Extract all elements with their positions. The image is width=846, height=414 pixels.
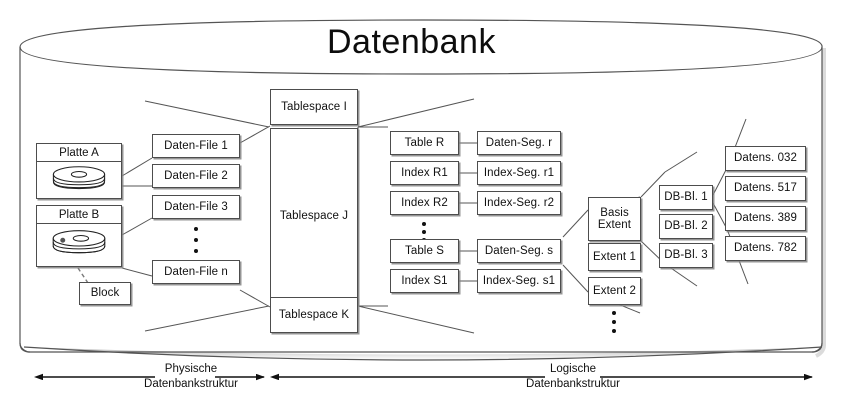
index-seg-s1[interactable]: Index-Seg. s1 [477, 269, 561, 293]
record-389[interactable]: Datens. 389 [725, 206, 806, 231]
table-s[interactable]: Table S [390, 239, 459, 263]
basis-extent-line1: Basis [600, 206, 629, 219]
disk-platte-a-label: Platte A [37, 144, 121, 162]
daten-file-2[interactable]: Daten-File 2 [152, 164, 240, 188]
disk-stack-icon [52, 230, 106, 254]
basis-extent[interactable]: Basis Extent [588, 197, 641, 241]
axis-label-logical: Logische Datenbankstruktur [488, 362, 658, 391]
axis-label-physical-line1: Physische [164, 363, 218, 375]
db-block-1[interactable]: DB-Bl. 1 [659, 185, 713, 210]
extent-2[interactable]: Extent 2 [588, 277, 641, 305]
connector-disk-to-files [121, 157, 153, 277]
daten-seg-r[interactable]: Daten-Seg. r [477, 131, 561, 155]
disk-platte-b-label: Platte B [37, 206, 121, 224]
block-node[interactable]: Block [79, 282, 131, 305]
connector-tablespaces-to-objects [357, 98, 475, 334]
disk-stack-icon [52, 166, 106, 190]
record-517[interactable]: Datens. 517 [725, 176, 806, 201]
page-title: Datenbank [327, 23, 496, 61]
tablespace-k[interactable]: Tablespace K [270, 297, 358, 333]
tablespace-i[interactable]: Tablespace I [270, 89, 358, 125]
connector-objects-to-segments [459, 142, 477, 282]
record-782[interactable]: Datens. 782 [725, 236, 806, 261]
extents-ellipsis [612, 311, 616, 333]
disk-platte-a-body [37, 162, 121, 199]
index-seg-r2[interactable]: Index-Seg. r2 [477, 191, 561, 215]
disk-platte-b-body [37, 224, 121, 267]
basis-extent-line2: Extent [597, 219, 632, 231]
axis-label-logical-line1: Logische [549, 363, 597, 375]
disk-platte-b[interactable]: Platte B [36, 205, 122, 267]
record-032[interactable]: Datens. 032 [725, 146, 806, 171]
table-r[interactable]: Table R [390, 131, 459, 155]
index-s1[interactable]: Index S1 [390, 269, 459, 293]
axis-label-logical-line2: Datenbankstruktur [526, 377, 620, 390]
daten-file-ellipsis [194, 227, 198, 253]
index-r1[interactable]: Index R1 [390, 161, 459, 185]
daten-file-3[interactable]: Daten-File 3 [152, 195, 240, 219]
index-seg-r1[interactable]: Index-Seg. r1 [477, 161, 561, 185]
cylinder-outline [19, 19, 823, 361]
daten-file-n[interactable]: Daten-File n [152, 260, 240, 284]
extent-1[interactable]: Extent 1 [588, 243, 641, 271]
db-block-3[interactable]: DB-Bl. 3 [659, 243, 713, 268]
daten-seg-s[interactable]: Daten-Seg. s [477, 239, 561, 263]
axis-label-physical-line2: Datenbankstruktur [144, 377, 238, 390]
index-r2[interactable]: Index R2 [390, 191, 459, 215]
disk-platte-a[interactable]: Platte A [36, 143, 122, 199]
connector-files-to-tablespaces [144, 100, 271, 332]
tablespace-j[interactable]: Tablespace J [270, 128, 358, 305]
daten-file-1[interactable]: Daten-File 1 [152, 134, 240, 158]
axis-label-physical: Physische Datenbankstruktur [106, 362, 276, 391]
db-block-2[interactable]: DB-Bl. 2 [659, 214, 713, 239]
